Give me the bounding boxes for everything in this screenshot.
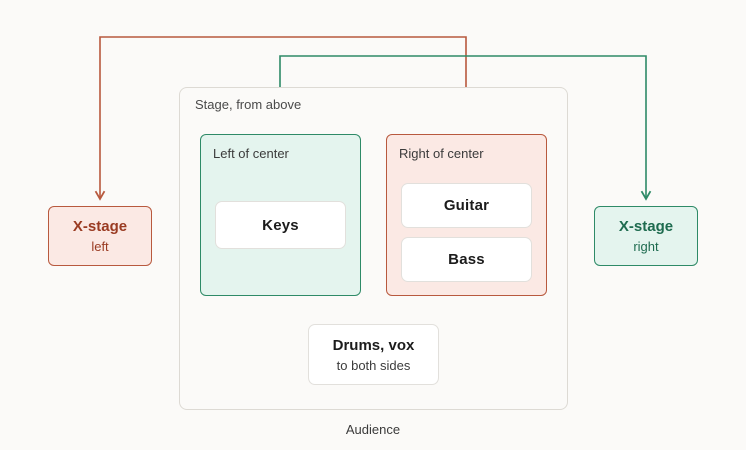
drums-vox-card: Drums, vox to both sides (308, 324, 439, 385)
right-zone-title: Right of center (399, 146, 484, 161)
xstage-right-title: X-stage (618, 218, 674, 235)
drums-vox-label: Drums, vox (332, 336, 415, 354)
xstage-left-side: left (91, 239, 109, 254)
xstage-left-box: X-stage left (48, 206, 152, 266)
stage-title: Stage, from above (195, 97, 302, 112)
xstage-right-box: X-stage right (594, 206, 698, 266)
audience-label: Audience (345, 422, 401, 437)
drums-vox-sublabel: to both sides (336, 357, 411, 373)
left-zone-title: Left of center (213, 146, 289, 161)
bass-card: Bass (401, 237, 532, 282)
xstage-left-title: X-stage (72, 218, 128, 235)
keys-card: Keys (215, 201, 346, 249)
guitar-card: Guitar (401, 183, 532, 228)
xstage-right-side: right (633, 239, 659, 254)
